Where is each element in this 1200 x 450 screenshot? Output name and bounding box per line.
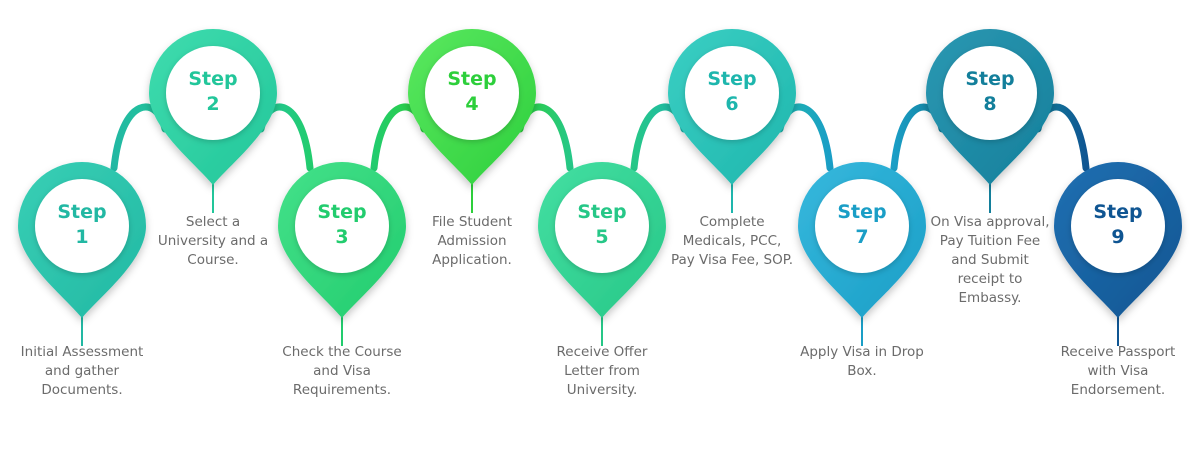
pin-inner-circle-4	[425, 46, 519, 140]
step-word: Step	[57, 201, 107, 223]
step-word: Step	[707, 68, 757, 90]
pin-inner-circle-1	[35, 179, 129, 273]
step-pin-4	[408, 29, 536, 213]
step-label-2: Step 2	[168, 67, 258, 117]
step-number: 7	[855, 226, 869, 248]
step-word: Step	[188, 68, 238, 90]
step-description-4: File Student Admission Application.	[431, 214, 513, 268]
step-description-9: Receive Passport with Visa Endorsement.	[1060, 344, 1176, 398]
step-number: 9	[1111, 226, 1125, 248]
step-word: Step	[317, 201, 367, 223]
step-label-8: Step 8	[945, 67, 1035, 117]
step-word: Step	[447, 68, 497, 90]
step-pin-2	[149, 29, 277, 213]
step-pin-6	[668, 29, 796, 213]
step-word: Step	[965, 68, 1015, 90]
pin-inner-circle-5	[555, 179, 649, 273]
step-label-5: Step 5	[557, 200, 647, 250]
step-number: 4	[465, 93, 479, 115]
step-label-7: Step 7	[817, 200, 907, 250]
step-description-2: Select a University and a Course.	[157, 214, 269, 268]
pin-inner-circle-7	[815, 179, 909, 273]
step-number: 5	[595, 226, 609, 248]
step-description-6: Complete Medicals, PCC, Pay Visa Fee, SO…	[670, 214, 794, 268]
step-word: Step	[1093, 201, 1143, 223]
pin-inner-circle-3	[295, 179, 389, 273]
step-word: Step	[837, 201, 887, 223]
step-description-7: Apply Visa in Drop Box.	[800, 344, 924, 379]
step-pin-9	[1054, 162, 1182, 346]
step-label-9: Step 9	[1073, 200, 1163, 250]
step-number: 1	[75, 226, 89, 248]
pin-inner-circle-6	[685, 46, 779, 140]
step-number: 8	[983, 93, 997, 115]
step-pin-1	[18, 162, 146, 346]
pin-inner-circle-8	[943, 46, 1037, 140]
pin-inner-circle-9	[1071, 179, 1165, 273]
step-pin-5	[538, 162, 666, 346]
step-number: 3	[335, 226, 349, 248]
step-description-3: Check the Course and Visa Requirements.	[282, 344, 402, 398]
step-pin-8	[926, 29, 1054, 213]
pins-group	[18, 29, 1182, 346]
step-pin-7	[798, 162, 926, 346]
step-description-8: On Visa approval, Pay Tuition Fee and Su…	[930, 214, 1050, 306]
step-label-3: Step 3	[297, 200, 387, 250]
step-label-6: Step 6	[687, 67, 777, 117]
step-description-1: Initial Assessment and gather Documents.	[20, 344, 144, 398]
step-pin-3	[278, 162, 406, 346]
step-word: Step	[577, 201, 627, 223]
step-description-5: Receive Offer Letter from University.	[556, 344, 648, 398]
step-number: 6	[725, 93, 739, 115]
step-label-1: Step 1	[37, 200, 127, 250]
step-number: 2	[206, 93, 220, 115]
step-label-4: Step 4	[427, 67, 517, 117]
pin-inner-circle-2	[166, 46, 260, 140]
